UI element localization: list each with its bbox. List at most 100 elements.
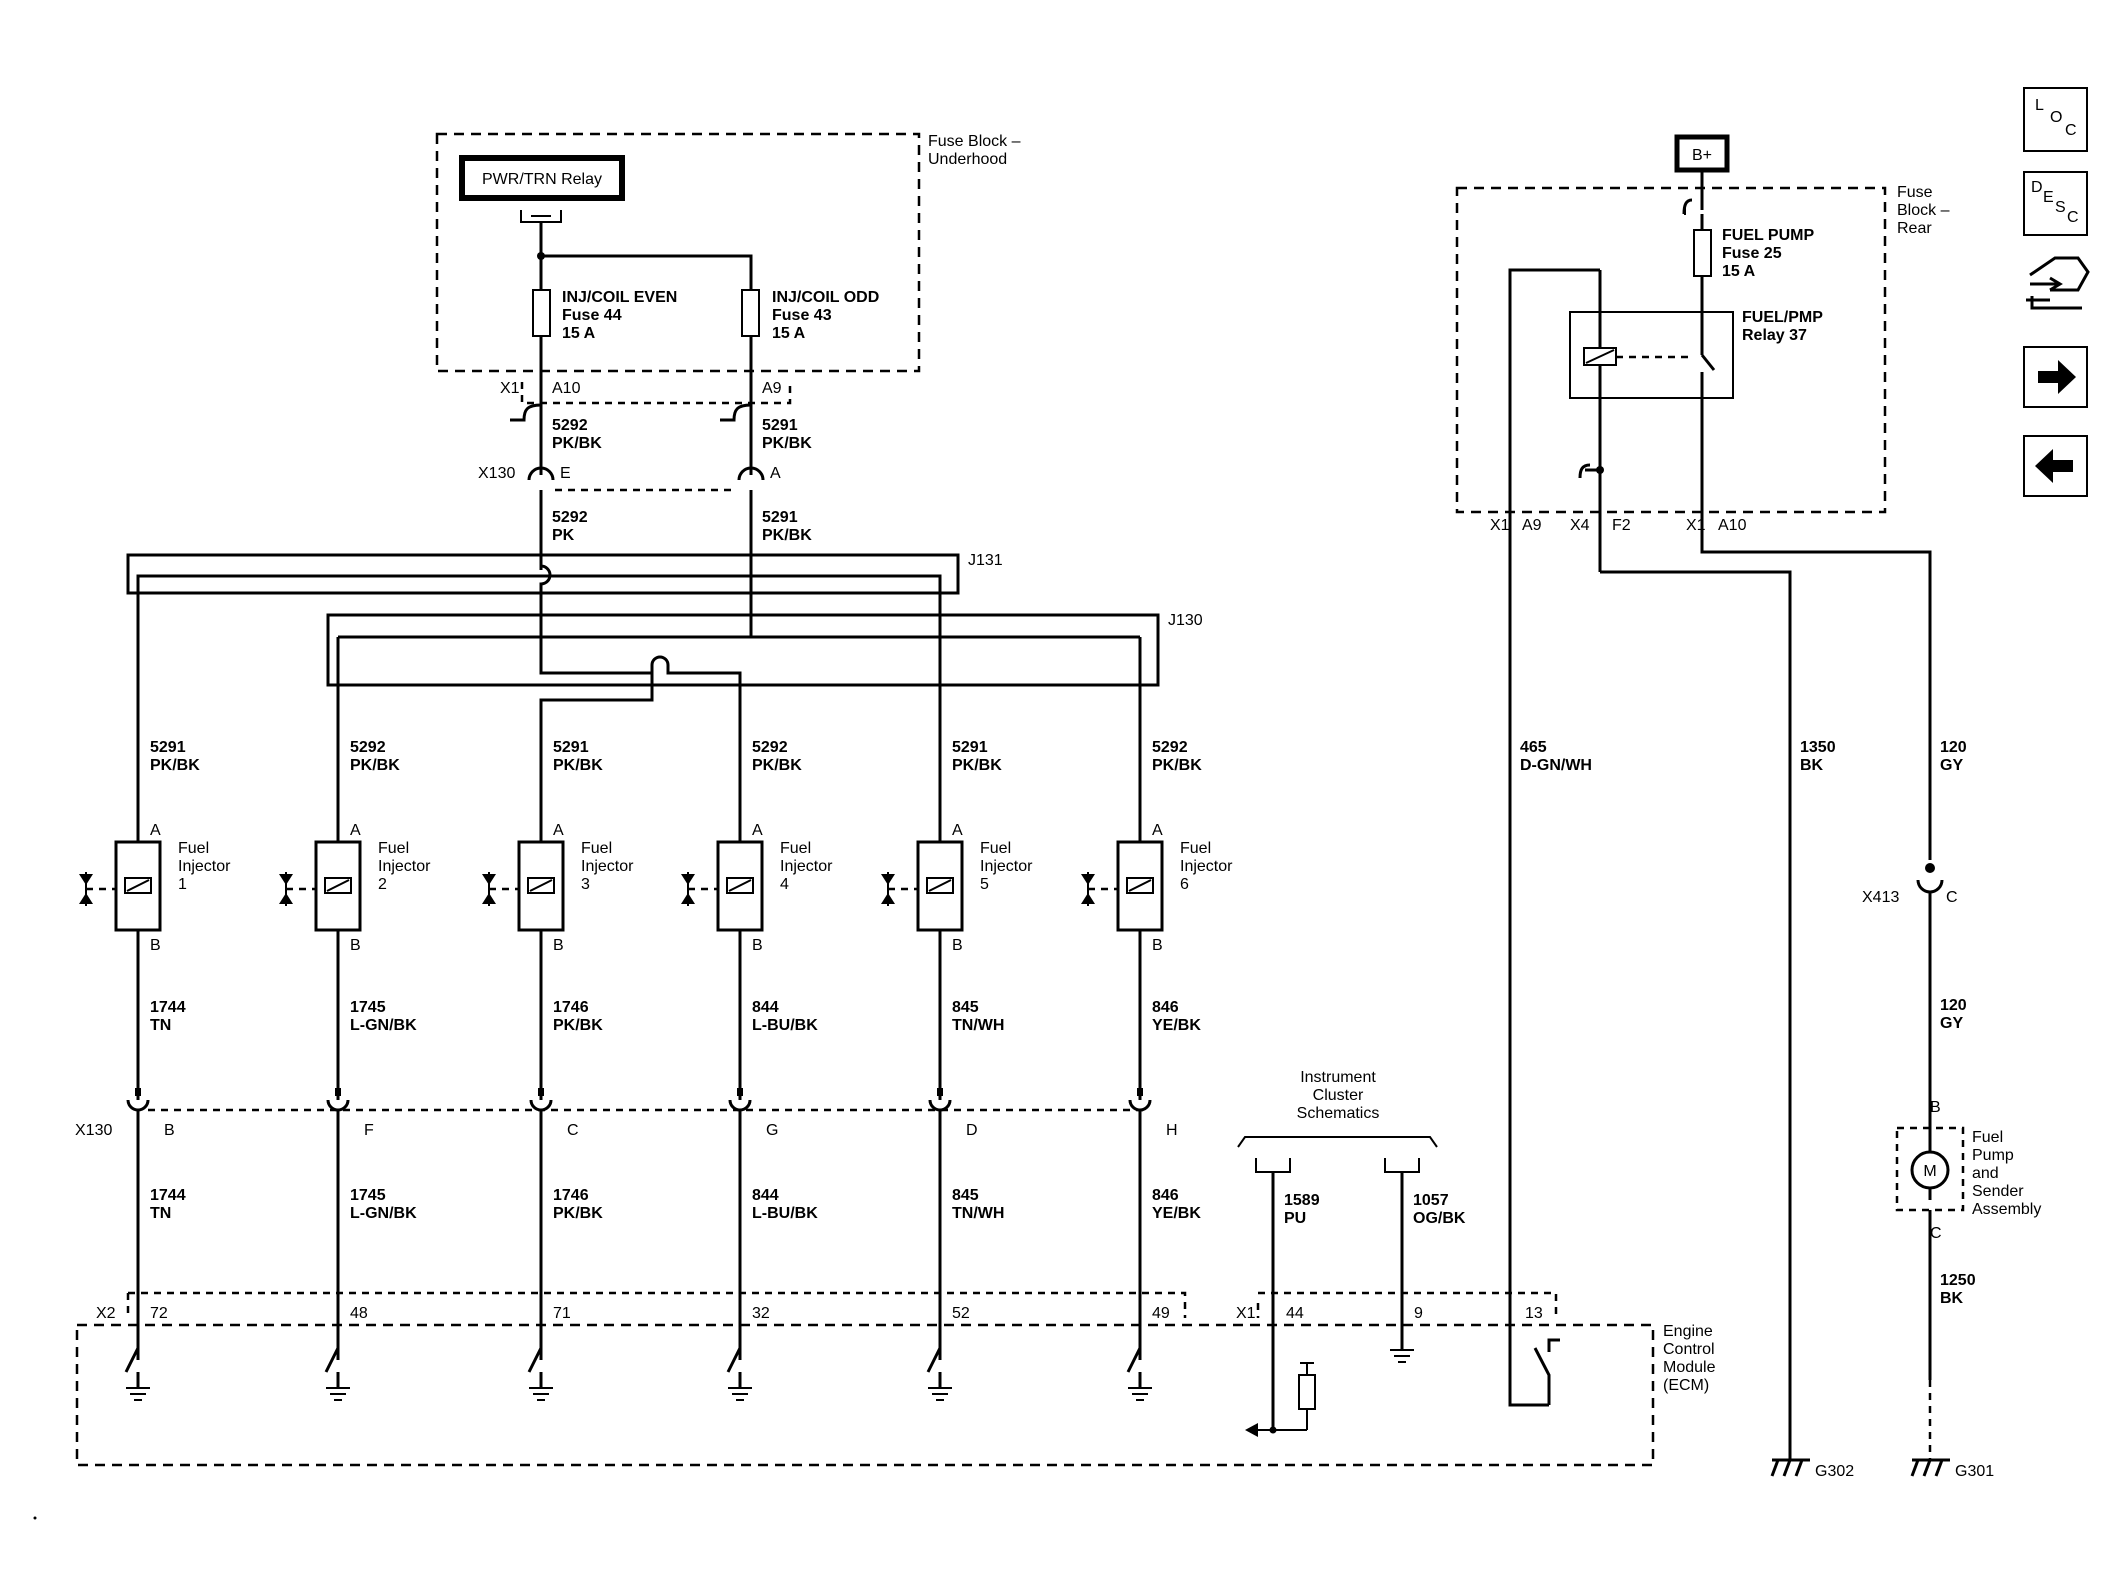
- svg-text:15 A: 15 A: [1722, 263, 1756, 280]
- ecm-pin-label: 32: [752, 1305, 770, 1322]
- right-wires: 465 D-GN/WH 1350 BK 120 GY X413 C 120 GY…: [1520, 545, 2041, 1480]
- svg-text:X413: X413: [1862, 889, 1899, 906]
- svg-text:D-GN/WH: D-GN/WH: [1520, 757, 1592, 774]
- injector-out-circuit: 1744: [150, 999, 186, 1016]
- x130-terminal-icon: [728, 1099, 752, 1112]
- injector-out-color: YE/BK: [1152, 1017, 1201, 1034]
- x130-terminal-icon: [1128, 1099, 1152, 1112]
- svg-text:L: L: [2035, 97, 2044, 114]
- svg-text:Fuse 44: Fuse 44: [562, 307, 622, 324]
- x130-terminal-icon: [326, 1099, 350, 1112]
- injector-pin-a: A: [553, 822, 564, 839]
- svg-text:5292: 5292: [552, 417, 588, 434]
- svg-text:X1: X1: [1236, 1305, 1256, 1322]
- injector-pin-a: A: [150, 822, 161, 839]
- svg-text:G301: G301: [1955, 1463, 1994, 1480]
- injector-feed-color: PK/BK: [952, 757, 1002, 774]
- injector-group: 5291PK/BKAFuelInjector1B1744TNB1744TN725…: [79, 620, 1233, 1401]
- injector-coil-diagonal: [529, 879, 553, 892]
- fuse-block-underhood: Fuse Block – Underhood PWR/TRN Relay INJ…: [435, 132, 1021, 475]
- injector-valve-up-icon: [881, 874, 895, 885]
- svg-text:5291: 5291: [762, 417, 798, 434]
- connector-tools-icon[interactable]: [2026, 256, 2090, 310]
- svg-text:1057: 1057: [1413, 1192, 1449, 1209]
- ecm-circuit: 846: [1152, 1187, 1179, 1204]
- injector-name: Injector: [980, 858, 1033, 875]
- fuel-pump-sender-assembly: [1895, 1126, 1965, 1212]
- injector-name: Injector: [780, 858, 833, 875]
- injector-pin-a: A: [752, 822, 763, 839]
- svg-text:F2: F2: [1612, 517, 1631, 534]
- injector-out-color: PK/BK: [553, 1017, 603, 1034]
- svg-text:C: C: [2067, 209, 2079, 226]
- injector-feed-circuit: 5292: [1152, 739, 1188, 756]
- fuse-block-rear: B+ Fuse Block – Rear FUEL PUMP Fuse 25 1…: [1455, 134, 1950, 1407]
- x130-terminal-icon: [126, 1099, 150, 1112]
- location-button[interactable]: L O C: [2023, 87, 2088, 152]
- svg-text:X4: X4: [1570, 517, 1590, 534]
- svg-text:BK: BK: [1940, 1290, 1964, 1307]
- injector-out-circuit: 846: [1152, 999, 1179, 1016]
- fuel-pump-relay-37: [1569, 311, 1734, 399]
- fuse-block-underhood-label: Fuse Block –: [928, 133, 1021, 150]
- injector-valve-up-icon: [1081, 874, 1095, 885]
- injector-name: Injector: [178, 858, 231, 875]
- ecm-driver-switch-icon: [324, 1347, 340, 1373]
- svg-text:Rear: Rear: [1897, 220, 1932, 237]
- svg-text:A10: A10: [1718, 517, 1747, 534]
- svg-text:Pump: Pump: [1972, 1147, 2014, 1164]
- x130-pin-icon: [737, 1088, 743, 1096]
- x130-terminal-icon: [928, 1099, 952, 1112]
- svg-text:INJ/COIL ODD: INJ/COIL ODD: [772, 289, 879, 306]
- svg-text:44: 44: [1286, 1305, 1304, 1322]
- injector-number: 2: [378, 876, 387, 893]
- injector-valve-down-icon: [79, 893, 93, 904]
- ground-g302-icon: [1770, 1458, 1810, 1477]
- previous-page-button[interactable]: [2023, 435, 2088, 497]
- injector-name: Fuel: [178, 840, 209, 857]
- injector-coil-icon: [527, 877, 555, 894]
- ecm-driver-switch-icon: [1126, 1347, 1142, 1373]
- svg-text:(ECM): (ECM): [1663, 1377, 1709, 1394]
- svg-text:C: C: [2065, 122, 2077, 139]
- svg-text:13: 13: [1525, 1305, 1543, 1322]
- svg-text:J130: J130: [1168, 612, 1203, 629]
- injector-coil-diagonal: [928, 879, 952, 892]
- ground-g301-icon: [1910, 1458, 1950, 1477]
- svg-text:M: M: [1923, 1163, 1936, 1180]
- svg-text:Fuse 43: Fuse 43: [772, 307, 832, 324]
- injector-coil-diagonal: [126, 879, 150, 892]
- svg-text:15 A: 15 A: [772, 325, 806, 342]
- ecm-circuit: 844: [752, 1187, 779, 1204]
- svg-text:C: C: [1946, 889, 1958, 906]
- svg-text:S: S: [2055, 199, 2066, 216]
- injector-name: Injector: [581, 858, 634, 875]
- svg-text:PU: PU: [1284, 1210, 1306, 1227]
- svg-text:1250: 1250: [1940, 1272, 1976, 1289]
- ecm-circuit: 1746: [553, 1187, 589, 1204]
- injector-name: Fuel: [581, 840, 612, 857]
- injector-coil-diagonal: [728, 879, 752, 892]
- x130-pin-label: B: [164, 1122, 175, 1139]
- injector-out-color: L-GN/BK: [350, 1017, 417, 1034]
- injector-out-circuit: 1746: [553, 999, 589, 1016]
- svg-text:and: and: [1972, 1165, 1999, 1182]
- description-button[interactable]: D E S C: [2023, 171, 2088, 236]
- fuse-43: [741, 289, 760, 337]
- ecm-color: TN: [150, 1205, 171, 1222]
- ecm-color: YE/BK: [1152, 1205, 1201, 1222]
- svg-text:O: O: [2050, 109, 2062, 126]
- svg-text:Engine: Engine: [1663, 1323, 1713, 1340]
- injector-name: Injector: [378, 858, 431, 875]
- injector-pin-a: A: [952, 822, 963, 839]
- nav-panel: L O C D E S C: [2023, 87, 2090, 497]
- next-page-button[interactable]: [2023, 346, 2088, 408]
- injector-number: 3: [581, 876, 590, 893]
- splice-j131: J131: [126, 552, 1003, 620]
- injector-valve-down-icon: [681, 893, 695, 904]
- svg-text:120: 120: [1940, 739, 1967, 756]
- ecm-circuit: 845: [952, 1187, 979, 1204]
- svg-text:Instrument: Instrument: [1300, 1069, 1376, 1086]
- injector-valve-up-icon: [482, 874, 496, 885]
- x130-pin-icon: [538, 1088, 544, 1096]
